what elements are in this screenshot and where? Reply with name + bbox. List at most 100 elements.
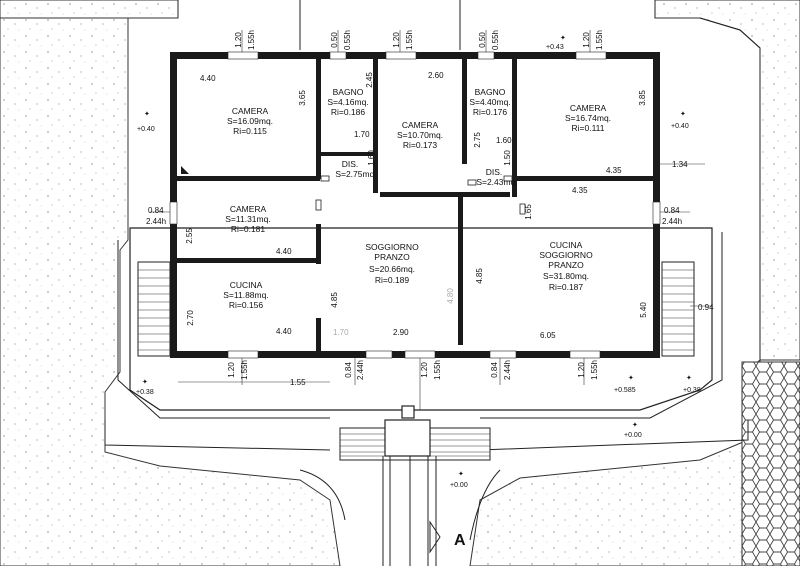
door-markers <box>181 166 526 215</box>
room-name: DIS. <box>486 167 503 177</box>
room-area: S=11.88mq. <box>223 290 268 300</box>
section-letter: A <box>454 532 466 549</box>
crosshair-icon: ✦ <box>632 421 638 429</box>
dim-label: 2.90 <box>393 328 409 337</box>
room-camera-2: CAMERA S=10.70mq. Ri=0.173 <box>397 120 443 150</box>
room-name-3: PRANZO <box>548 260 584 270</box>
dim-label: 1.50 <box>503 150 512 166</box>
room-dis-2: DIS. S=2.43mq. <box>476 167 517 187</box>
room-bagno-2: BAGNO S=4.40mq. Ri=0.176 <box>469 87 510 117</box>
room-area: S=20.66mq. <box>369 264 415 274</box>
window-height: 2.44h <box>146 217 166 226</box>
garden-left-area <box>0 17 341 566</box>
crosshair-icon: ✦ <box>142 378 148 386</box>
porch-inner-right <box>480 232 723 419</box>
elevation-value: +0.00 <box>450 482 468 489</box>
room-camera-4: CAMERA S=11.31mq. Ri=0.181 <box>225 204 270 234</box>
dim-label: 4.85 <box>330 292 339 308</box>
window-height: 1.55h <box>247 30 256 50</box>
room-area: S=2.43mq. <box>476 177 517 187</box>
elevation-marker: ✦ +0.38 <box>136 378 154 396</box>
dim-label: 2.55 <box>185 228 194 244</box>
room-area: S=31.80mq. <box>543 271 589 281</box>
dim-label: 5.40 <box>639 302 648 318</box>
crosshair-icon: ✦ <box>680 110 686 118</box>
room-area: S=10.70mq. <box>397 130 443 140</box>
window-width: 1.20 <box>577 362 586 378</box>
room-cucina-soggiorno-pranzo: CUCINA SOGGIORNO PRANZO S=31.80mq. Ri=0.… <box>539 240 593 292</box>
porch-inner-left <box>117 240 330 419</box>
window-height: 1.55h <box>595 30 604 50</box>
room-area: S=2.75mq. <box>335 169 376 179</box>
room-dis-1: DIS. S=2.75mq. <box>335 159 376 179</box>
window-height: 1.55h <box>240 360 249 380</box>
room-ratio: Ri=0.115 <box>233 126 267 136</box>
room-bagno-1: BAGNO S=4.16mq. Ri=0.186 <box>327 87 368 117</box>
entrance-steps <box>339 405 491 461</box>
dim-label: 1.34 <box>672 160 688 169</box>
window-width: 1.20 <box>227 362 236 378</box>
dim-label: 4.35 <box>606 166 622 175</box>
room-ratio: Ri=0.156 <box>229 300 264 310</box>
window-width: 1.20 <box>582 32 591 48</box>
dim-label: 2.75 <box>473 132 482 148</box>
room-name: CUCINA <box>230 280 263 290</box>
dim-label: 3.85 <box>638 90 647 106</box>
dim-label: 4.80 <box>446 288 455 304</box>
access-path <box>382 456 437 566</box>
dim-label: 1.70 <box>333 328 349 337</box>
terrace-edge-right <box>699 17 761 360</box>
window-height: 1.55h <box>590 360 599 380</box>
room-name: CAMERA <box>232 106 269 116</box>
room-area: S=4.40mq. <box>469 97 510 107</box>
elevation-value: +0.00 <box>624 432 642 439</box>
window-height: 1.55h <box>433 360 442 380</box>
room-name: BAGNO <box>475 87 506 97</box>
dim-label: 2.45 <box>365 72 374 88</box>
room-cucina-1: CUCINA S=11.88mq. Ri=0.156 <box>223 280 268 310</box>
window-width: 0.84 <box>664 206 680 215</box>
window-height: 0.55h <box>491 30 500 50</box>
dim-label: 2.70 <box>186 310 195 326</box>
elevation-marker: ✦ +0.38 <box>683 374 701 394</box>
room-area: S=16.74mq. <box>565 113 611 123</box>
window-width: 1.20 <box>234 32 243 48</box>
section-marker: A <box>429 520 466 554</box>
elevation-marker: ✦ +0.00 <box>624 421 642 439</box>
room-camera-3: CAMERA S=16.74mq. Ri=0.111 <box>565 103 611 133</box>
room-name: CUCINA <box>550 240 583 250</box>
garden-left <box>0 0 179 19</box>
window-width: 0.84 <box>344 362 353 378</box>
dim-label: 4.85 <box>475 268 484 284</box>
room-ratio: Ri=0.187 <box>549 282 584 292</box>
crosshair-icon: ✦ <box>686 374 692 382</box>
crosshair-icon: ✦ <box>628 374 634 382</box>
stair-right <box>661 261 695 357</box>
window-width: 0.50 <box>330 32 339 48</box>
window-height: 0.55h <box>343 30 352 50</box>
room-name: BAGNO <box>333 87 364 97</box>
elevation-markers: ✦ +0.43 ✦ +0.40 ✦ +0.40 ✦ +0.38 ✦ +0.585… <box>136 34 701 489</box>
porch-outline <box>129 227 713 411</box>
room-name-2: SOGGIORNO <box>539 250 593 260</box>
room-area: S=4.16mq. <box>327 97 368 107</box>
elevation-marker: ✦ +0.40 <box>671 110 689 130</box>
crosshair-icon: ✦ <box>144 110 150 118</box>
path-arc-right <box>469 469 501 541</box>
window-width: 1.20 <box>420 362 429 378</box>
room-name: CAMERA <box>402 120 439 130</box>
room-name: CAMERA <box>230 204 267 214</box>
elevation-value: +0.585 <box>614 387 636 394</box>
room-name: CAMERA <box>570 103 607 113</box>
dim-label: 4.40 <box>276 327 292 336</box>
window-width: 0.50 <box>478 32 487 48</box>
dimension-ticks <box>150 30 712 410</box>
window-width: 1.20 <box>392 32 401 48</box>
window-height: 2.44h <box>503 360 512 380</box>
elevation-marker: ✦ +0.40 <box>137 110 155 133</box>
room-ratio: Ri=0.181 <box>231 224 266 234</box>
paving-area <box>741 361 800 566</box>
dim-label: 4.40 <box>200 74 216 83</box>
room-ratio: Ri=0.189 <box>375 275 410 285</box>
elevation-marker: ✦ +0.585 <box>614 374 636 394</box>
